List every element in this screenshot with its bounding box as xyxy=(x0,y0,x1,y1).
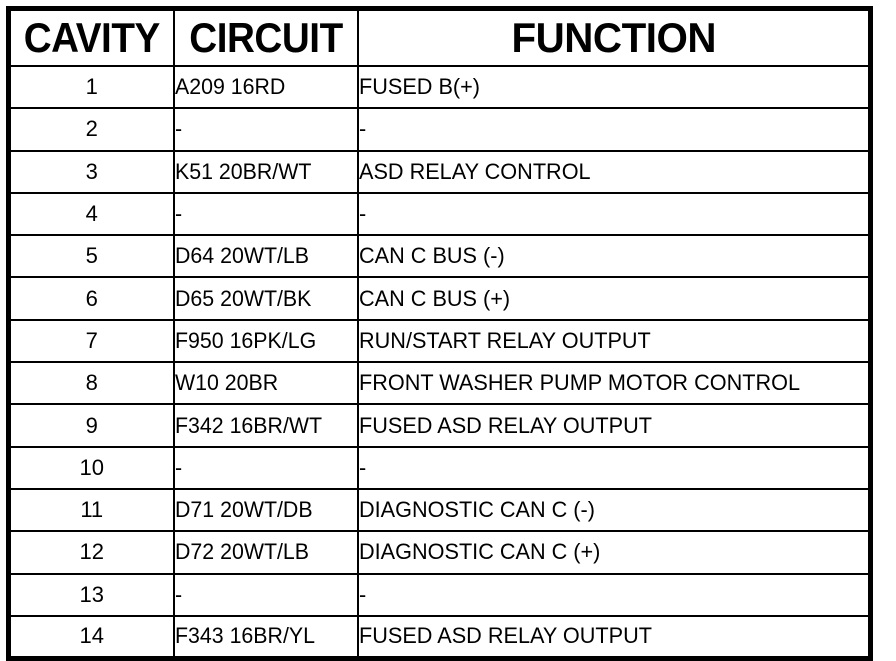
cell-function-text: - xyxy=(358,581,366,607)
cell-cavity: 6 xyxy=(7,276,175,321)
cell-circuit-text: A209 16RD xyxy=(174,74,285,100)
cell-cavity: 11 xyxy=(7,487,175,533)
cell-cavity: 1 xyxy=(7,64,175,110)
cell-function-text: FUSED B(+) xyxy=(358,74,480,100)
column-header-cavity: CAVITY xyxy=(7,7,175,67)
cell-circuit: - xyxy=(172,191,359,237)
cell-function: ASD RELAY CONTROL xyxy=(356,149,872,194)
header-row: CAVITY CIRCUIT FUNCTION xyxy=(7,7,872,67)
cell-cavity: 2 xyxy=(7,107,175,152)
cell-circuit-text: F343 16BR/YL xyxy=(174,623,315,649)
cell-circuit-text: - xyxy=(174,454,182,480)
column-header-circuit: CIRCUIT xyxy=(172,7,359,67)
cell-circuit: W10 20BR xyxy=(172,361,359,406)
table-row: 4-- xyxy=(7,191,872,237)
cell-circuit-text: D64 20WT/LB xyxy=(174,243,309,269)
cell-circuit-text: - xyxy=(174,581,182,607)
cell-circuit: - xyxy=(172,572,359,617)
cell-circuit: F342 16BR/WT xyxy=(172,403,359,448)
cell-circuit: D71 20WT/DB xyxy=(172,487,359,533)
cell-circuit-text: D65 20WT/BK xyxy=(174,285,311,311)
cell-function: FUSED B(+) xyxy=(356,64,872,110)
cell-function-text: RUN/START RELAY OUTPUT xyxy=(358,327,651,353)
cell-function-text: - xyxy=(358,116,366,142)
cell-function: - xyxy=(356,572,872,617)
cell-circuit: - xyxy=(172,107,359,152)
cell-circuit-text: - xyxy=(174,116,182,142)
cell-function-text: FRONT WASHER PUMP MOTOR CONTROL xyxy=(358,370,800,396)
column-header-function: FUNCTION xyxy=(356,7,872,67)
cell-circuit: D64 20WT/LB xyxy=(172,234,359,279)
cell-cavity: 13 xyxy=(7,572,175,617)
cell-function-text: ASD RELAY CONTROL xyxy=(358,158,591,184)
cell-function: FRONT WASHER PUMP MOTOR CONTROL xyxy=(356,361,872,406)
cell-function: CAN C BUS (+) xyxy=(356,276,872,321)
cell-circuit: A209 16RD xyxy=(172,64,359,110)
column-header-circuit-label: CIRCUIT xyxy=(188,14,343,61)
cell-cavity: 5 xyxy=(7,234,175,279)
cell-cavity: 14 xyxy=(7,614,175,660)
cell-function: - xyxy=(356,445,872,490)
cell-function-text: - xyxy=(358,454,366,480)
column-header-function-label: FUNCTION xyxy=(511,14,716,61)
cell-function-text: CAN C BUS (-) xyxy=(358,243,505,269)
cell-function: - xyxy=(356,107,872,152)
cell-circuit: D72 20WT/LB xyxy=(172,530,359,575)
table-row: 13-- xyxy=(7,572,872,617)
cell-circuit-text: D72 20WT/LB xyxy=(174,539,309,565)
cell-function-text: DIAGNOSTIC CAN C (+) xyxy=(358,539,600,565)
cell-circuit-text: W10 20BR xyxy=(174,370,278,396)
cell-function: DIAGNOSTIC CAN C (-) xyxy=(356,487,872,533)
cell-function-text: CAN C BUS (+) xyxy=(358,285,510,311)
cell-cavity: 3 xyxy=(7,149,175,194)
cell-cavity: 4 xyxy=(7,191,175,237)
cell-function: FUSED ASD RELAY OUTPUT xyxy=(356,403,872,448)
cell-function: FUSED ASD RELAY OUTPUT xyxy=(356,614,872,660)
cell-circuit: F343 16BR/YL xyxy=(172,614,359,660)
cell-circuit-text: F950 16PK/LG xyxy=(174,327,316,353)
cell-cavity: 12 xyxy=(7,530,175,575)
cell-function: DIAGNOSTIC CAN C (+) xyxy=(356,530,872,575)
cell-function: - xyxy=(356,191,872,237)
cell-circuit-text: - xyxy=(174,201,182,227)
cell-circuit: K51 20BR/WT xyxy=(172,149,359,194)
cell-circuit: - xyxy=(172,445,359,490)
cell-circuit-text: D71 20WT/DB xyxy=(174,497,313,523)
table-row: 2-- xyxy=(7,107,872,152)
table-row: 10-- xyxy=(7,445,872,490)
cell-circuit: D65 20WT/BK xyxy=(172,276,359,321)
cell-function-text: FUSED ASD RELAY OUTPUT xyxy=(358,412,652,438)
cell-cavity: 9 xyxy=(7,403,175,448)
cell-cavity: 8 xyxy=(7,361,175,406)
cell-function-text: FUSED ASD RELAY OUTPUT xyxy=(358,623,652,649)
cell-circuit-text: K51 20BR/WT xyxy=(174,158,311,184)
cell-function-text: DIAGNOSTIC CAN C (-) xyxy=(358,497,595,523)
cell-cavity: 10 xyxy=(7,445,175,490)
column-header-cavity-label: CAVITY xyxy=(23,14,161,61)
cell-function: RUN/START RELAY OUTPUT xyxy=(356,318,872,364)
cell-circuit-text: F342 16BR/WT xyxy=(174,412,322,438)
cell-function: CAN C BUS (-) xyxy=(356,234,872,279)
cell-circuit: F950 16PK/LG xyxy=(172,318,359,364)
cell-function-text: - xyxy=(358,201,366,227)
table-header: CAVITY CIRCUIT FUNCTION xyxy=(7,7,872,67)
cell-cavity: 7 xyxy=(7,318,175,364)
